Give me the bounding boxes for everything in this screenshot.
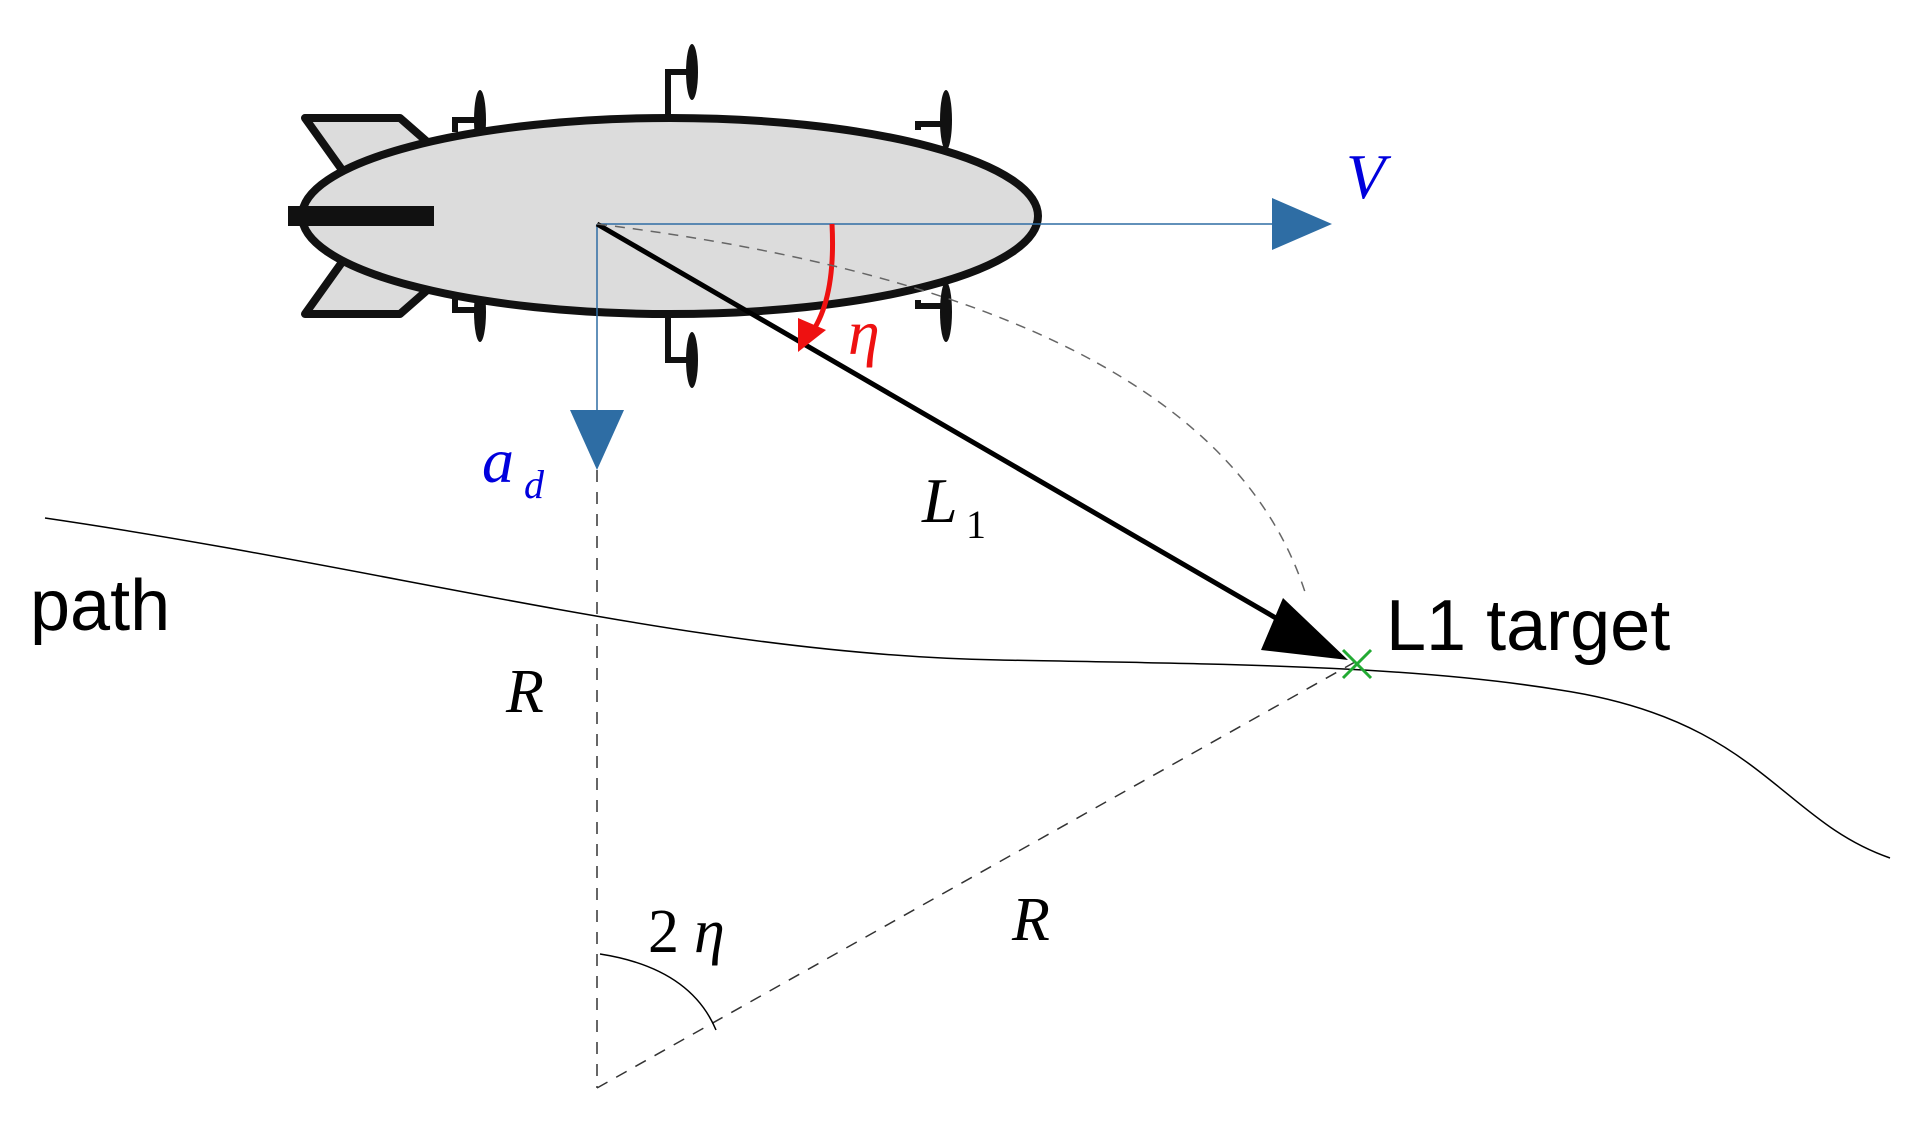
two-eta-label: 2 η — [648, 898, 725, 966]
l1-label-symbol: L — [921, 465, 958, 536]
l1-target-marker — [1341, 648, 1373, 680]
path-label: path — [30, 566, 170, 646]
accel-vector-arrowhead — [570, 410, 624, 470]
l1-vector-arrowhead — [1261, 598, 1348, 660]
velocity-to-target-arc — [596, 223, 1306, 593]
airship — [288, 44, 1042, 388]
l1-label-subscript: 1 — [966, 502, 986, 547]
l1-label: L 1 — [921, 465, 986, 547]
radius-diagonal-label: R — [1011, 886, 1050, 954]
accel-label-subscript: d — [524, 462, 545, 507]
two-eta-symbol: η — [694, 898, 725, 966]
radius-diagonal-dashed — [596, 661, 1356, 1089]
two-eta-coeff: 2 — [648, 898, 679, 966]
l1-vector-line — [595, 221, 1302, 635]
velocity-label: V — [1346, 141, 1392, 212]
path-curve — [44, 517, 1891, 859]
eta-arc-arrowhead — [798, 318, 826, 352]
airship-propellers — [452, 44, 952, 388]
eta-label: η — [848, 297, 880, 368]
two-eta-arc — [599, 953, 717, 1031]
l1-target-label: L1 target — [1386, 586, 1670, 666]
accel-label-symbol: a — [482, 425, 514, 496]
accel-label: a d — [482, 425, 545, 507]
velocity-vector-arrowhead — [1272, 198, 1332, 250]
radius-vertical-label: R — [505, 658, 544, 726]
airship-tail-boom — [288, 206, 434, 226]
